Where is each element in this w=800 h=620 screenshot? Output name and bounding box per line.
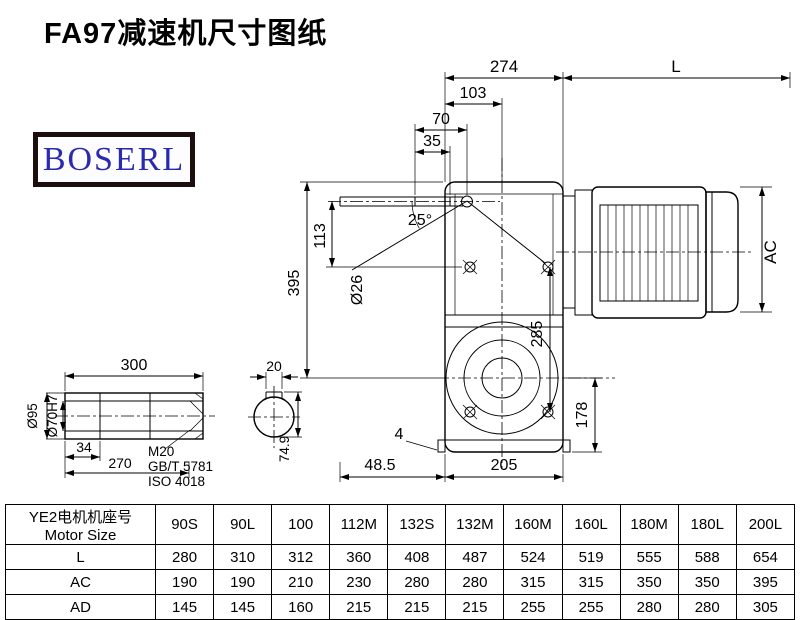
- dim-103: 103: [460, 85, 487, 102]
- table-cell: 524: [503, 544, 563, 570]
- col-header-160l: 160L: [561, 504, 621, 545]
- dim-48-5: 48.5: [364, 457, 395, 474]
- dim-274: 274: [490, 57, 518, 76]
- col-header-160m: 160M: [503, 504, 563, 545]
- table-cell: 315: [561, 569, 621, 595]
- motor-fins: [607, 205, 689, 301]
- table-cell: 190: [154, 569, 215, 595]
- label-gbt-5781: GB/T 5781: [148, 459, 213, 474]
- table-cell: 350: [619, 569, 679, 595]
- dim-113: 113: [312, 223, 329, 249]
- table-cell: 312: [271, 544, 331, 570]
- table-header-row: YE2电机机座号 Motor Size 90S 90L 100 112M 132…: [5, 504, 796, 545]
- table-cell: 360: [329, 544, 389, 570]
- table-row-L: L 280 310 312 360 408 487 524 519 555 58…: [5, 544, 796, 570]
- table-cell: 280: [387, 569, 447, 595]
- col-header-200l: 200L: [735, 504, 796, 545]
- dim-20: 20: [266, 358, 282, 374]
- dim-178: 178: [574, 402, 591, 429]
- motor-size-header-en: Motor Size: [44, 526, 117, 544]
- table-cell: 190: [213, 569, 273, 595]
- input-shaft: [328, 195, 500, 208]
- dim-205: 205: [491, 457, 518, 474]
- table-cell: 350: [677, 569, 737, 595]
- table-cell: 395: [735, 569, 796, 595]
- fan-cowl: [705, 191, 739, 313]
- table-cell: 210: [271, 569, 331, 595]
- col-header-100: 100: [271, 504, 331, 545]
- hollow-shaft-detail: 300 Ø95 Ø70H7 34 270: [25, 357, 215, 489]
- dim-74-9: 74.9: [277, 436, 292, 462]
- dim-35: 35: [423, 133, 441, 150]
- col-header-112m: 112M: [329, 504, 389, 545]
- logo-text: BOSERL: [42, 140, 186, 178]
- dim-270: 270: [108, 455, 132, 471]
- dim-AC: AC: [761, 240, 780, 264]
- row-label-L: L: [5, 544, 156, 570]
- table-cell: 519: [561, 544, 621, 570]
- dim-dia26: Ø26: [349, 275, 366, 305]
- col-header-180m: 180M: [619, 504, 679, 545]
- ac-dimension: AC: [740, 186, 780, 313]
- table-cell: 310: [213, 544, 273, 570]
- motor: [556, 186, 752, 319]
- top-dimensions: 274 L 103 70 35: [414, 57, 791, 195]
- dim-395: 395: [286, 270, 303, 297]
- motor-size-table: YE2电机机座号 Motor Size 90S 90L 100 112M 132…: [5, 504, 796, 620]
- col-header-90l: 90L: [213, 504, 273, 545]
- keyway-section-detail: 20 74.9: [248, 358, 302, 462]
- table-cell: 315: [503, 569, 563, 595]
- motor-size-header: YE2电机机座号 Motor Size: [5, 504, 156, 545]
- table-cell: 555: [619, 544, 679, 570]
- label-m20: M20: [148, 444, 174, 459]
- table-cell: 230: [329, 569, 389, 595]
- label-iso-4018: ISO 4018: [148, 474, 205, 489]
- table-cell: 280: [154, 544, 215, 570]
- col-header-180l: 180L: [677, 504, 737, 545]
- table-cell: 408: [387, 544, 447, 570]
- table-row-AC: AC 190 190 210 230 280 280 315 315 350 3…: [5, 569, 796, 595]
- row-label-AC: AC: [5, 569, 156, 595]
- dim-70: 70: [432, 111, 450, 128]
- body-dimensions: 285 178 4 48.5 205: [339, 267, 602, 482]
- dim-L: L: [671, 57, 680, 76]
- table-cell: 487: [445, 544, 505, 570]
- col-header-90s: 90S: [154, 504, 215, 545]
- dim-300: 300: [121, 357, 148, 374]
- dim-25deg: 25°: [408, 212, 432, 229]
- table-cell: 280: [445, 569, 505, 595]
- dim-dia95: Ø95: [25, 403, 40, 429]
- col-header-132s: 132S: [387, 504, 447, 545]
- dim-4: 4: [395, 426, 404, 443]
- dimension-drawing: 274 L 103 70 35 395 113 25° Ø26 285: [25, 57, 791, 489]
- dim-dia70h7: Ø70H7: [45, 395, 60, 438]
- dim-34: 34: [76, 439, 92, 455]
- col-header-132m: 132M: [445, 504, 505, 545]
- left-dimensions: 395 113 25° Ø26: [286, 181, 546, 379]
- page-title: FA97减速机尺寸图纸: [44, 18, 328, 50]
- dim-285: 285: [529, 321, 546, 348]
- boserl-logo: BOSERL: [33, 132, 195, 187]
- motor-size-header-cn: YE2电机机座号: [28, 508, 133, 526]
- table-cell: 654: [735, 544, 796, 570]
- table-cell: 588: [677, 544, 737, 570]
